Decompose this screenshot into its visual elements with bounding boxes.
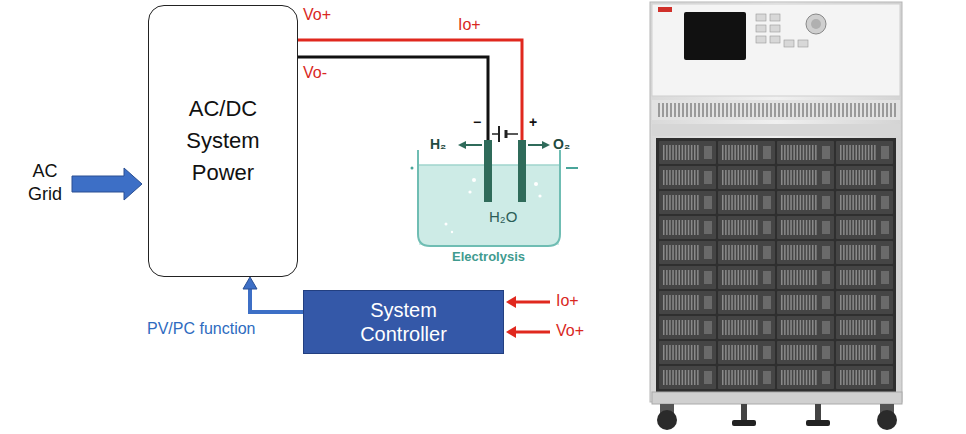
power-cabinet bbox=[650, 2, 902, 430]
voltage-label: Vo+ bbox=[556, 322, 584, 340]
voltage-label: Vo+ bbox=[303, 6, 331, 24]
input-arrows bbox=[506, 296, 550, 338]
voltage-label: Vo- bbox=[303, 64, 327, 82]
controller-box: System Controller bbox=[303, 290, 504, 354]
box-text: System Controller bbox=[329, 298, 479, 346]
grid-arrow bbox=[72, 168, 142, 200]
control-arrow bbox=[243, 277, 303, 312]
current-label: Io+ bbox=[556, 292, 579, 310]
negative-wire bbox=[298, 57, 488, 140]
water-label: H₂O bbox=[489, 208, 517, 225]
grid-label: AC Grid bbox=[20, 160, 70, 207]
gas-label: H₂ bbox=[430, 136, 446, 152]
electrolysis-cell bbox=[411, 126, 579, 246]
polarity-sign: + bbox=[529, 114, 537, 130]
polarity-sign: − bbox=[473, 114, 481, 130]
power-supply-box: AC/DC System Power bbox=[148, 5, 298, 277]
positive-wire bbox=[298, 40, 522, 140]
current-label: Io+ bbox=[458, 16, 481, 34]
edge-label: PV/PC function bbox=[145, 320, 258, 338]
gas-label: O₂ bbox=[553, 136, 570, 152]
cell-caption: Electrolysis bbox=[452, 250, 525, 265]
box-text: AC/DC System Power bbox=[171, 93, 275, 189]
